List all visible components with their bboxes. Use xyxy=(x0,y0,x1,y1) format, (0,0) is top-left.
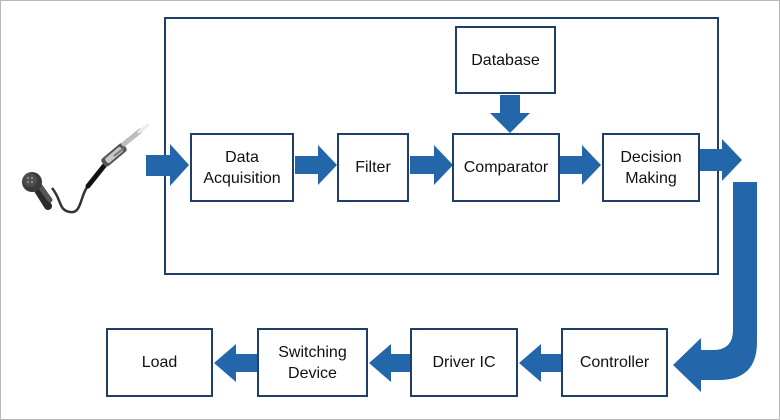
block-data-acquisition: Data Acquisition xyxy=(190,133,294,202)
block-switching-device: Switching Device xyxy=(257,328,368,397)
block-comparator: Comparator xyxy=(452,133,560,202)
block-filter: Filter xyxy=(337,133,409,202)
block-controller-label: Controller xyxy=(579,354,650,371)
block-load: Load xyxy=(106,328,213,397)
arrow-driver-to-switching xyxy=(369,344,411,382)
block-driver-ic: Driver IC xyxy=(410,328,518,397)
block-decision-making-label-line1: Decision xyxy=(620,148,682,166)
block-driver-ic-label: Driver IC xyxy=(432,354,496,371)
arrow-switching-to-load xyxy=(214,344,258,382)
arrow-comparator-to-decision xyxy=(560,145,601,185)
system-boundary xyxy=(164,17,719,275)
block-switching-device-label-line1: Switching xyxy=(278,343,347,361)
arrow-controller-to-driver xyxy=(519,344,562,382)
block-controller: Controller xyxy=(561,328,668,397)
block-switching-device-label-line2: Device xyxy=(288,364,337,382)
block-comparator-label: Comparator xyxy=(463,159,549,176)
block-database-label: Database xyxy=(471,51,540,69)
block-decision-making: Decision Making xyxy=(602,133,700,202)
block-filter-label: Filter xyxy=(355,159,391,176)
arrow-decision-out xyxy=(700,139,742,181)
arrow-filter-to-comparator xyxy=(410,145,453,185)
arrow-database-to-comparator xyxy=(490,95,530,133)
block-data-acquisition-label-line2: Acquisition xyxy=(203,169,281,187)
arrow-mic-to-acquisition xyxy=(146,144,189,186)
arrow-acquisition-to-filter xyxy=(295,145,337,185)
block-database: Database xyxy=(455,26,556,94)
block-data-acquisition-label-line1: Data xyxy=(225,148,259,166)
block-load-label: Load xyxy=(141,354,178,371)
block-decision-making-label-line2: Making xyxy=(625,169,677,187)
arrow-return-to-controller xyxy=(673,182,757,392)
